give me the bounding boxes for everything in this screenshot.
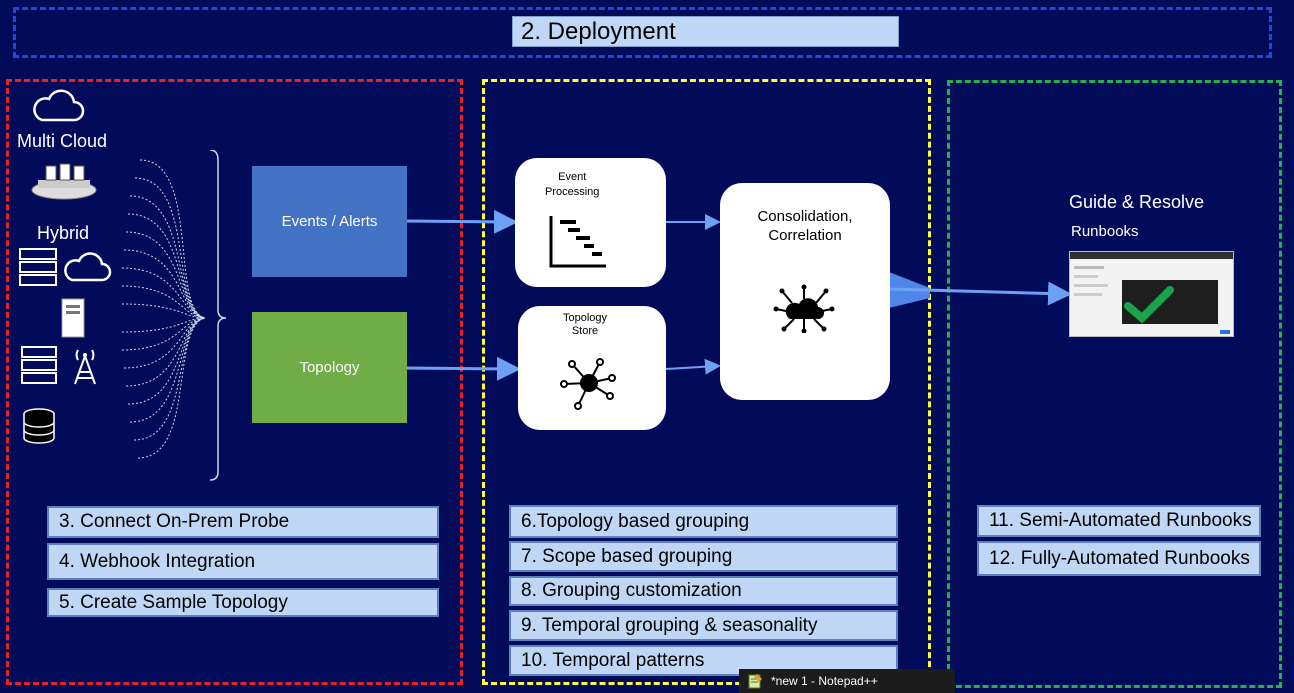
thumbnail-sidebar bbox=[1074, 266, 1114, 316]
step-webhook-integration[interactable]: 4. Webhook Integration bbox=[47, 543, 439, 580]
checkmark-icon bbox=[1124, 286, 1174, 324]
step-scope-grouping[interactable]: 7. Scope based grouping bbox=[509, 541, 898, 572]
section-correlate-frame bbox=[482, 79, 931, 685]
topology-store-title: Topology Store bbox=[562, 312, 608, 337]
data-flow-lines bbox=[121, 150, 227, 481]
server-tower-icon bbox=[61, 298, 85, 338]
consolidation-card: Consolidation, Correlation bbox=[720, 183, 890, 400]
cloud-icon bbox=[33, 89, 85, 122]
step-semi-automated[interactable]: 11. Semi-Automated Runbooks bbox=[977, 505, 1261, 537]
page-title: 2. Deployment bbox=[512, 16, 899, 47]
server-stack-icon bbox=[21, 346, 57, 384]
notepad-icon bbox=[748, 674, 762, 689]
step-grouping-customization[interactable]: 8. Grouping customization bbox=[509, 576, 898, 606]
hub-network-icon bbox=[560, 358, 616, 410]
step-connect-probe[interactable]: 3. Connect On-Prem Probe bbox=[47, 506, 439, 538]
antenna-tower-icon bbox=[74, 349, 96, 385]
runbooks-subtitle: Runbooks bbox=[1071, 223, 1139, 240]
server-rack-icon bbox=[31, 163, 97, 200]
cloud-icon bbox=[64, 252, 112, 282]
step-temporal-grouping[interactable]: 9. Temporal grouping & seasonality bbox=[509, 610, 898, 641]
event-processing-card: Event Processing bbox=[515, 158, 666, 287]
events-alerts-block: Events / Alerts bbox=[252, 166, 407, 277]
hybrid-label: Hybrid bbox=[37, 223, 90, 243]
cloud-network-icon bbox=[773, 284, 835, 333]
section-resolve-frame bbox=[947, 80, 1282, 688]
database-icon bbox=[23, 408, 55, 444]
thumbnail-titlebar bbox=[1070, 252, 1233, 259]
event-processing-title: Event Processing bbox=[545, 171, 600, 198]
guide-resolve-title: Guide & Resolve bbox=[1069, 192, 1205, 212]
thumbnail-button bbox=[1220, 330, 1230, 334]
events-alerts-label: Events / Alerts bbox=[281, 213, 378, 230]
taskbar-notepad-item[interactable]: *new 1 - Notepad++ bbox=[739, 669, 955, 693]
consolidation-title: Consolidation, Correlation bbox=[757, 208, 853, 244]
taskbar-notepad-label: *new 1 - Notepad++ bbox=[771, 674, 878, 688]
topology-block: Topology bbox=[252, 312, 407, 423]
title-frame bbox=[13, 7, 1272, 58]
section-ingest-frame bbox=[6, 79, 463, 685]
step-topology-grouping[interactable]: 6.Topology based grouping bbox=[509, 505, 898, 538]
step-fully-automated[interactable]: 12. Fully-Automated Runbooks bbox=[977, 541, 1261, 576]
runbook-thumbnail bbox=[1069, 251, 1234, 337]
topology-store-card: Topology Store bbox=[518, 306, 666, 430]
server-stack-icon bbox=[19, 248, 57, 286]
step-sample-topology[interactable]: 5. Create Sample Topology bbox=[47, 588, 439, 617]
waterfall-chart-icon bbox=[549, 216, 606, 268]
multi-cloud-label: Multi Cloud bbox=[17, 131, 108, 151]
topology-label: Topology bbox=[299, 359, 360, 376]
